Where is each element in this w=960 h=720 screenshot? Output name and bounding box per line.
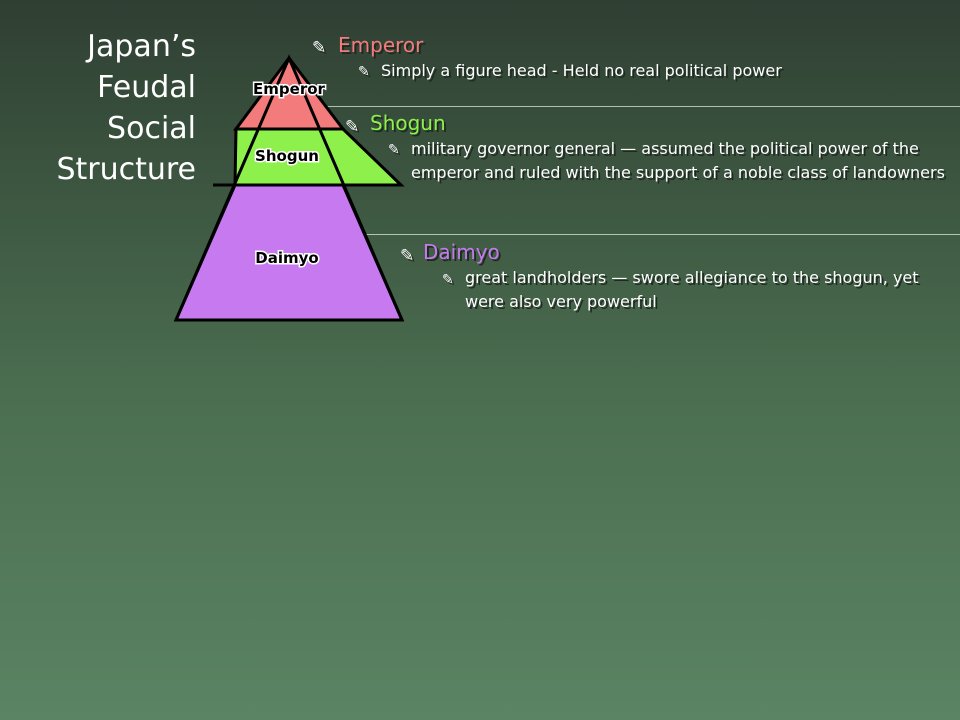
tier-label-shogun: Shogun — [255, 147, 319, 165]
quill-bullet-icon: ✎ — [312, 38, 327, 58]
item-description: military governor general — assumed the … — [411, 139, 945, 182]
title-line: Japan’s — [87, 29, 196, 64]
title-line: Structure — [56, 152, 196, 187]
title-line: Feudal — [97, 70, 196, 105]
quill-bullet-icon: ✎ — [345, 117, 360, 137]
divider-line — [300, 106, 960, 107]
tier-label-daimyo: Daimyo — [255, 249, 318, 267]
quill-bullet-icon: ✎ — [400, 246, 415, 266]
tier-label-emperor: Emperor — [253, 80, 325, 98]
quill-bullet-icon: ✎ — [388, 142, 400, 158]
quill-bullet-icon: ✎ — [442, 272, 454, 288]
title-line: Social — [107, 111, 196, 146]
item-description: Simply a figure head - Held no real poli… — [381, 61, 782, 80]
divider-line — [343, 234, 960, 235]
item-heading: Daimyo — [423, 240, 500, 264]
item-heading: Shogun — [370, 111, 446, 135]
item-heading: Emperor — [338, 33, 424, 57]
pyramid-outline — [173, 54, 405, 322]
quill-bullet-icon: ✎ — [358, 64, 370, 80]
item-description: great landholders — swore allegiance to … — [465, 268, 919, 311]
slide-title: Japan’s Feudal Social Structure — [0, 26, 196, 190]
